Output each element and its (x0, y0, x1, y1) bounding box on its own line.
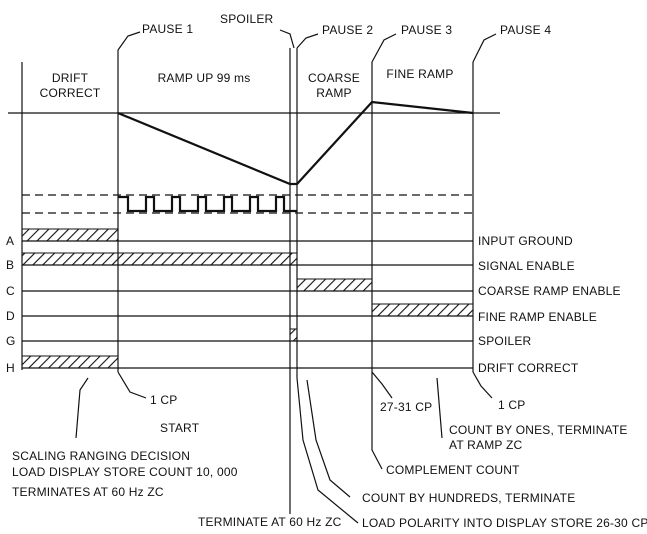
row-c-letter: C (6, 284, 15, 298)
drift-correct-label-2: CORRECT (40, 86, 101, 100)
start-label: START (160, 421, 200, 435)
count-ones-leader (436, 377, 443, 439)
pause3-label: PAUSE 3 (401, 23, 452, 37)
row-h-letter: H (6, 361, 15, 375)
row-a-letter: A (6, 234, 14, 248)
cp1-b-label: 1 CP (498, 398, 525, 412)
ramp-up-label: RAMP UP 99 ms (158, 71, 251, 85)
spoiler-label: SPOILER (220, 12, 274, 26)
row-d-active-region (371, 303, 474, 317)
pause2-callout (296, 33, 319, 49)
pause3-callout (371, 33, 397, 63)
pause1-callout (117, 31, 141, 51)
cp-27-31-label: 27-31 CP (380, 400, 432, 414)
cp-27-31-leader (371, 371, 393, 399)
drift-correct-label-1: DRIFT (52, 71, 89, 85)
row-c-name: COARSE RAMP ENABLE (478, 284, 621, 298)
row-a-active-region (21, 228, 119, 242)
load-polarity-leader (296, 377, 359, 524)
scaling-label-2: LOAD DISPLAY STORE COUNT 10, 000 (12, 465, 238, 479)
row-d-name: FINE RAMP ENABLE (478, 310, 597, 324)
scaling-leader (75, 377, 89, 439)
scaling-label-1: SCALING RANGING DECISION (12, 449, 190, 463)
count-hundreds-leader (306, 379, 351, 498)
row-c-active-region (296, 278, 373, 292)
row-a-name: INPUT GROUND (478, 234, 573, 248)
pause4-callout (472, 33, 497, 63)
row-g-active-region (289, 328, 298, 342)
load-polarity-label: LOAD POLARITY INTO DISPLAY STORE 26-30 C… (362, 516, 647, 530)
row-d-letter: D (6, 309, 15, 323)
integrator-waveform (117, 100, 474, 186)
complement-label: COMPLEMENT COUNT (386, 463, 520, 477)
one-cp-leader (117, 371, 147, 399)
row-b-letter: B (6, 258, 14, 272)
row-g-letter: G (6, 334, 16, 348)
scaling-label-3: TERMINATES AT 60 Hz ZC (12, 485, 164, 499)
count-ones-label-2: AT RAMP ZC (449, 438, 522, 452)
count-ones-label-1: COUNT BY ONES, TERMINATE (449, 423, 628, 437)
count-hundreds-label: COUNT BY HUNDREDS, TERMINATE (362, 491, 575, 505)
clock-pulse-train (118, 195, 297, 213)
spoiler-callout (279, 29, 295, 49)
pause4-label: PAUSE 4 (500, 23, 551, 37)
fine-ramp-label: FINE RAMP (386, 67, 453, 81)
complement-leader (371, 372, 383, 470)
row-g-name: SPOILER (478, 334, 532, 348)
row-b-active-region (21, 252, 298, 266)
row-h-name: DRIFT CORRECT (478, 361, 579, 375)
pause2-label: PAUSE 2 (322, 23, 373, 37)
row-b-name: SIGNAL ENABLE (478, 259, 575, 273)
terminate-60hz-label: TERMINATE AT 60 Hz ZC (198, 515, 342, 529)
pause1-label: PAUSE 1 (142, 22, 193, 36)
coarse-ramp-label-2: RAMP (316, 86, 351, 100)
coarse-ramp-label-1: COARSE (308, 71, 360, 85)
cp1-b-leader (472, 371, 493, 399)
one-cp-label: 1 CP (150, 393, 177, 407)
row-h-active-region (21, 355, 119, 369)
